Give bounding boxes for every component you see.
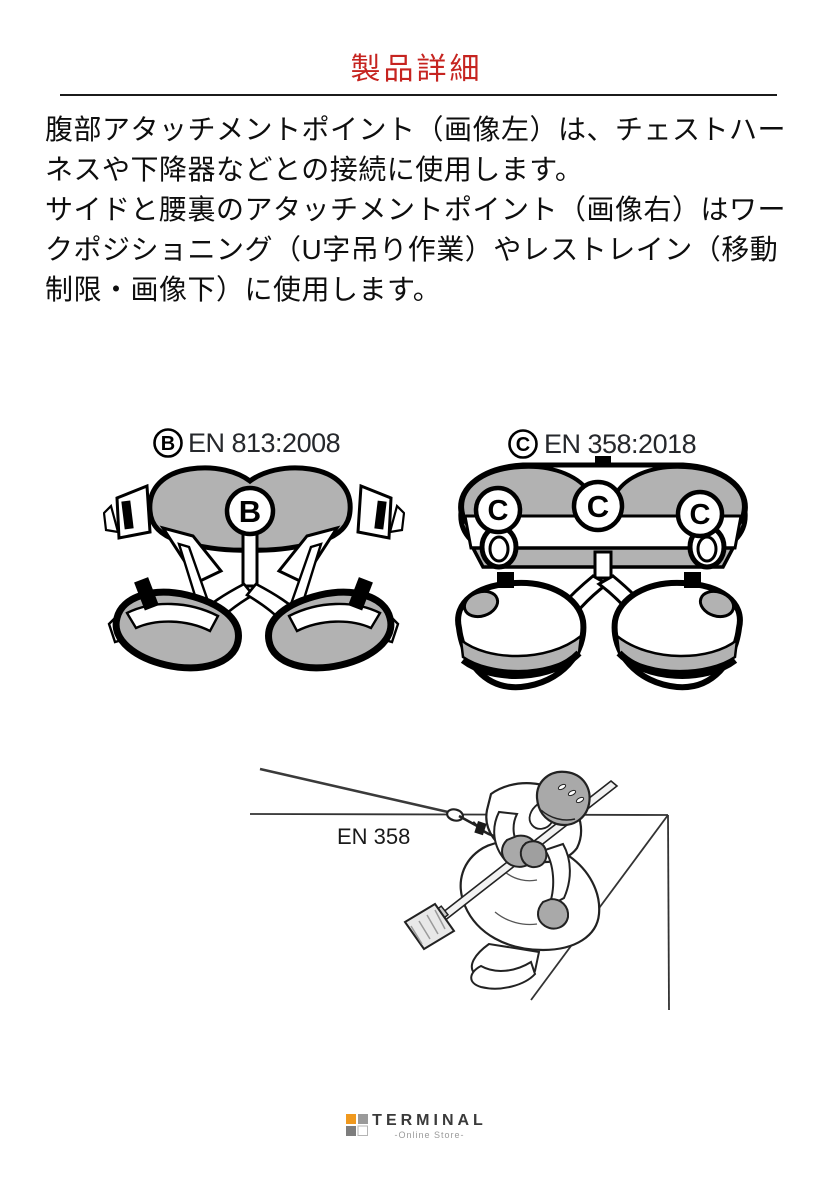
attachment-point-c-center-letter: C — [587, 489, 609, 524]
section-title: 製品詳細 — [350, 53, 483, 86]
belt-tab-right — [388, 503, 405, 534]
figure-side-rear-harness: C EN 358:2018 — [455, 429, 748, 691]
marker-c-letter: C — [516, 434, 530, 456]
leg-pad-left — [455, 572, 587, 691]
logo-tagline: -Online Store- — [394, 1130, 465, 1140]
figure-b-label: B EN 813:2008 — [153, 428, 341, 458]
standard-en813: EN 813:2008 — [188, 428, 340, 458]
belt-buckle-left — [121, 500, 134, 530]
attachment-point-c-center-circle — [571, 479, 625, 533]
leg-loop-right — [265, 577, 400, 672]
standard-en358-2018: EN 358:2018 — [544, 429, 696, 459]
marker-b-letter: B — [161, 433, 175, 455]
figure-belly-harness: B EN 813:2008 — [103, 428, 405, 672]
helmet-vent-3 — [575, 796, 585, 804]
top-clip — [595, 456, 611, 467]
logo-grid-icon — [346, 1114, 369, 1136]
belt-end-left — [115, 483, 152, 540]
attachment-point-c-right-circle — [675, 489, 725, 539]
helmet-vent-1 — [557, 783, 567, 791]
logo-brand: TERMINAL — [372, 1112, 487, 1129]
belt-end-right — [356, 483, 393, 540]
attachment-point-c-right-letter: C — [690, 499, 711, 531]
harness-c-drawing: C C C — [455, 456, 748, 691]
attachment-point-b-letter: B — [239, 494, 261, 529]
belt-buckle-right — [374, 500, 387, 530]
harness-buckle — [474, 821, 487, 836]
description-sentence-2: サイドと腰裏のアタッチメントポイント（画像右）はワークポジショニング（U字吊り作… — [45, 194, 787, 305]
title-divider — [60, 94, 777, 96]
worker — [403, 770, 619, 990]
attachment-point-c-left-letter: C — [488, 495, 509, 527]
broom-head — [403, 902, 456, 951]
figure-c-label: C EN 358:2018 — [508, 429, 697, 459]
central-strap — [241, 526, 259, 588]
logo-text: TERMINAL -Online Store- — [372, 1112, 487, 1140]
marker-c-circle-icon — [508, 429, 538, 459]
center-strap — [593, 550, 613, 580]
rear-glove — [537, 897, 570, 930]
roof-edges — [249, 813, 670, 1011]
leg-buckle-left — [497, 572, 514, 588]
product-description: 腹部アタッチメントポイント（画像左）は、チェストハーネスや下降器などとの接続に使… — [45, 110, 797, 310]
description-sentence-1: 腹部アタッチメントポイント（画像左）は、チェストハーネスや下降器などとの接続に使… — [45, 114, 787, 185]
belt-tab-left — [103, 503, 120, 534]
helmet-icon — [535, 770, 591, 827]
waist-webbing — [463, 514, 743, 550]
carabiner-icon — [446, 808, 464, 822]
leg-buckle-right — [684, 572, 701, 588]
restraint-rope — [259, 767, 449, 814]
attachment-point-c-left-circle — [473, 485, 523, 535]
helmet-vent-2 — [567, 789, 577, 797]
attachment-point-b-circle — [224, 485, 276, 537]
shop-logo: TERMINAL -Online Store- — [0, 1112, 833, 1140]
leg-buckle-right — [348, 577, 373, 611]
leg-pad-right — [611, 572, 743, 691]
leg-loop-left — [107, 577, 242, 672]
leg-buckle-left — [134, 577, 159, 611]
front-glove-2 — [519, 840, 548, 869]
standard-en358: EN 358 — [337, 824, 410, 849]
helmet-brim — [540, 809, 576, 821]
figure-work-positioning: EN 358 — [249, 767, 670, 1011]
marker-b-circle-icon — [153, 428, 183, 458]
worker-boot — [470, 960, 537, 990]
harness-b-drawing: B — [103, 465, 405, 672]
